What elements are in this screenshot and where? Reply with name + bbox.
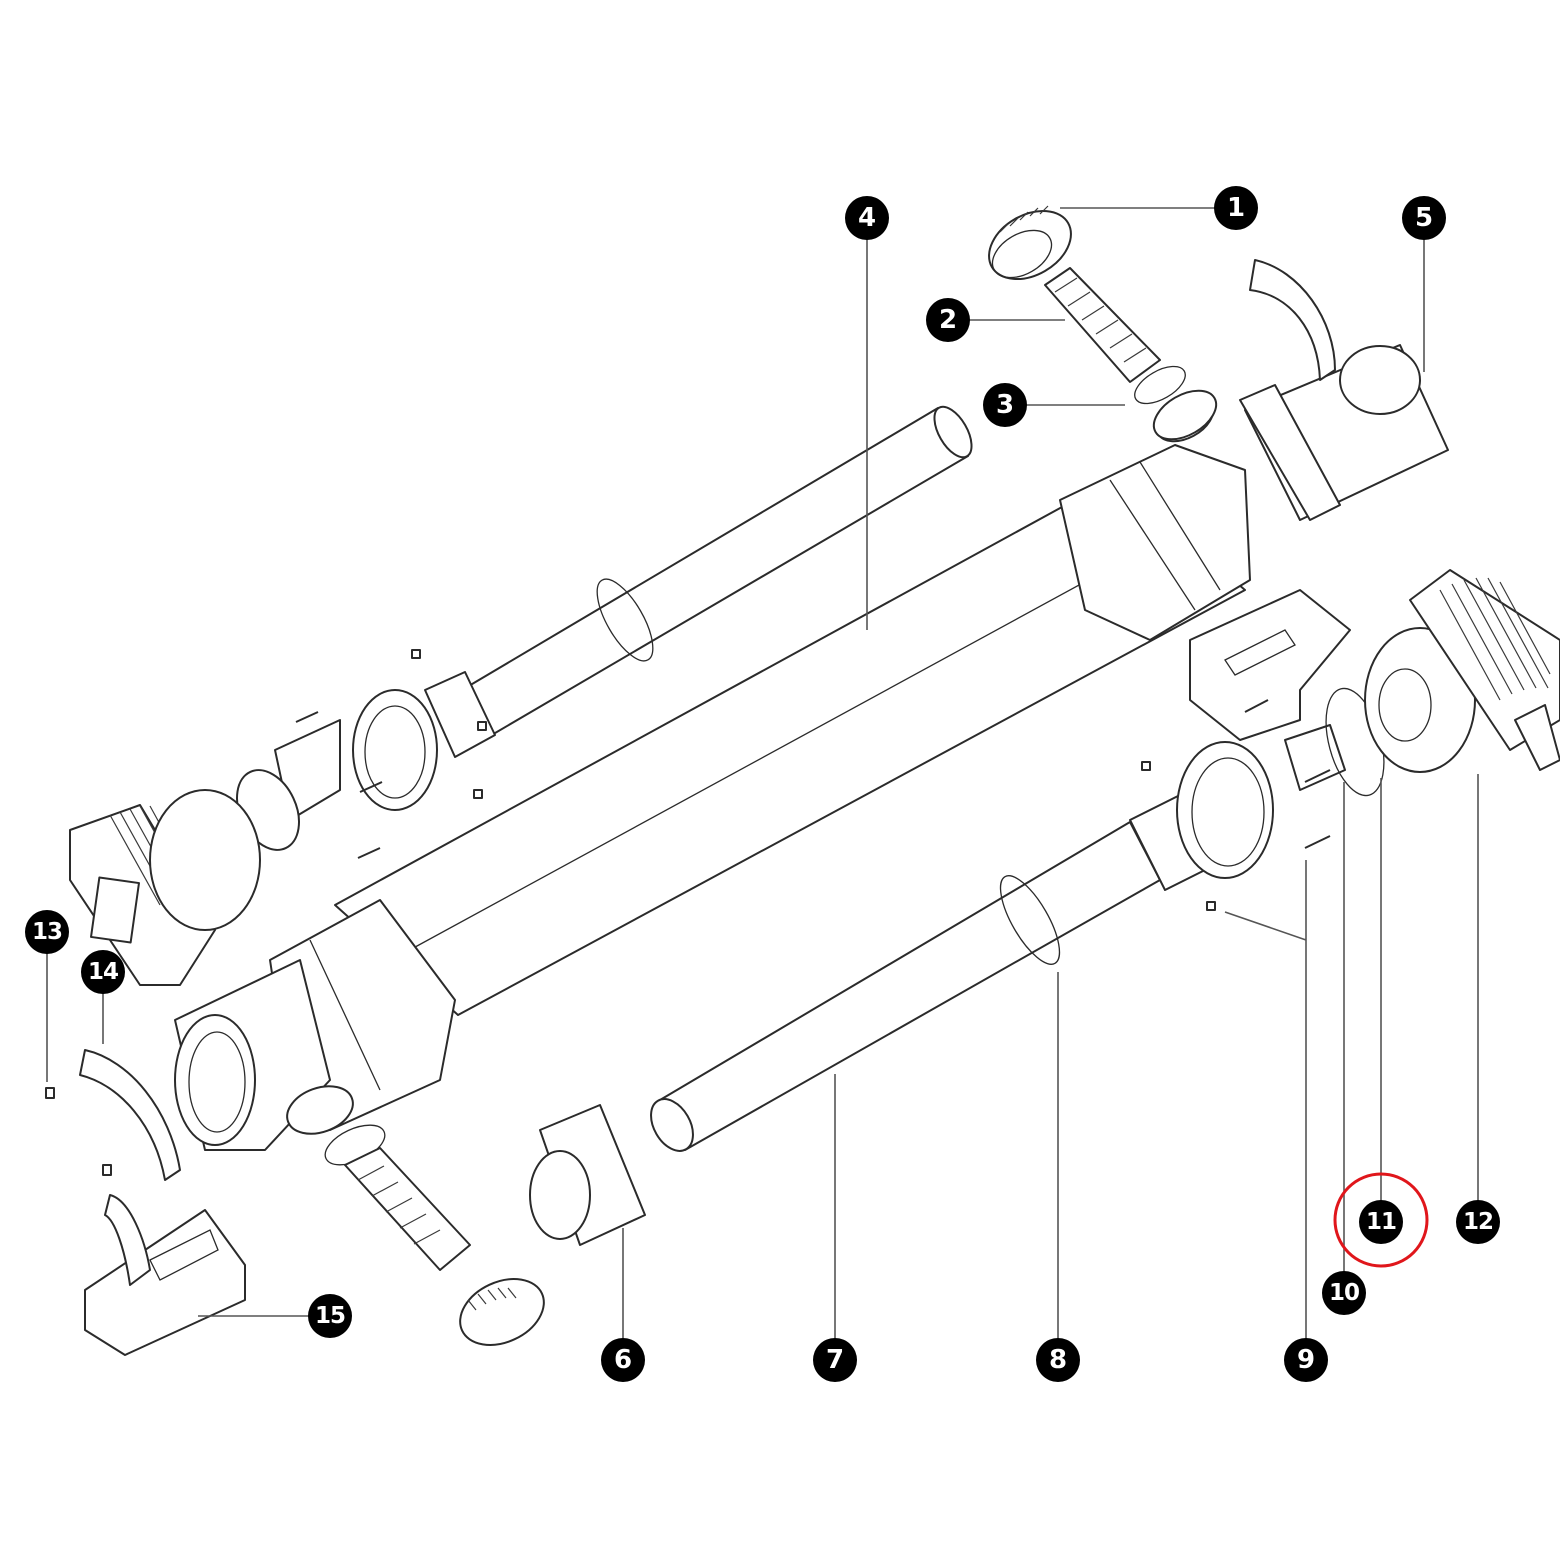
svg-text:8: 8: [1049, 1345, 1067, 1375]
set-screw-13: [45, 1087, 55, 1099]
callout-12: 12: [1456, 1200, 1500, 1244]
callout-10: 10: [1322, 1271, 1366, 1315]
spacer-star-6: [529, 1104, 646, 1246]
svg-text:15: 15: [315, 1303, 345, 1329]
svg-text:7: 7: [826, 1345, 844, 1375]
svg-text:9: 9: [1297, 1345, 1315, 1375]
callout-2: 2: [926, 298, 970, 342]
mounting-foot-upper: [1189, 589, 1351, 741]
inlet-tee-lower: [174, 959, 354, 1151]
housing-end-sleeve-upper: [1059, 444, 1251, 641]
lamp-ballast-left: [69, 789, 261, 986]
top-nut-hose-assembly: [988, 205, 1218, 441]
callout-5: 5: [1402, 196, 1446, 240]
mounting-foot-15: [84, 1194, 246, 1356]
o-ring-8: [999, 875, 1061, 965]
lamp-head-12: [1364, 569, 1560, 773]
clip-bracket-14: [79, 1049, 181, 1181]
callout-13: 13: [25, 910, 69, 954]
screws-lower: [1141, 699, 1331, 911]
outlet-tee-upper: [1156, 344, 1449, 521]
screws-upper: [295, 649, 487, 859]
svg-text:2: 2: [939, 305, 957, 335]
callout-15: 15: [308, 1294, 352, 1338]
svg-text:4: 4: [858, 203, 876, 233]
callout-4: 4: [845, 196, 889, 240]
clip-bracket-upper: [1249, 259, 1336, 381]
callout-1: 1: [1214, 186, 1258, 230]
quartz-tube: [461, 405, 973, 737]
end-flange-upper-left: [236, 671, 496, 851]
end-flange-lower-right: [1129, 687, 1385, 891]
svg-text:14: 14: [88, 959, 118, 985]
callout-9: 9: [1284, 1338, 1328, 1382]
svg-text:6: 6: [614, 1345, 632, 1375]
callout-7: 7: [813, 1338, 857, 1382]
svg-text:11: 11: [1366, 1209, 1396, 1235]
bottom-nut-hose-assembly: [324, 1124, 545, 1346]
callout-3: 3: [983, 383, 1027, 427]
callout-8: 8: [1036, 1338, 1080, 1382]
callout-14: 14: [81, 950, 125, 994]
svg-text:3: 3: [996, 390, 1014, 420]
svg-text:13: 13: [32, 919, 62, 945]
svg-text:1: 1: [1227, 193, 1245, 223]
svg-text:12: 12: [1463, 1209, 1493, 1235]
callout-11: 11: [1333, 1172, 1429, 1268]
svg-text:10: 10: [1329, 1280, 1359, 1306]
svg-text:5: 5: [1415, 203, 1433, 233]
callout-6: 6: [601, 1338, 645, 1382]
highlight-ring-11: [1333, 1172, 1429, 1268]
